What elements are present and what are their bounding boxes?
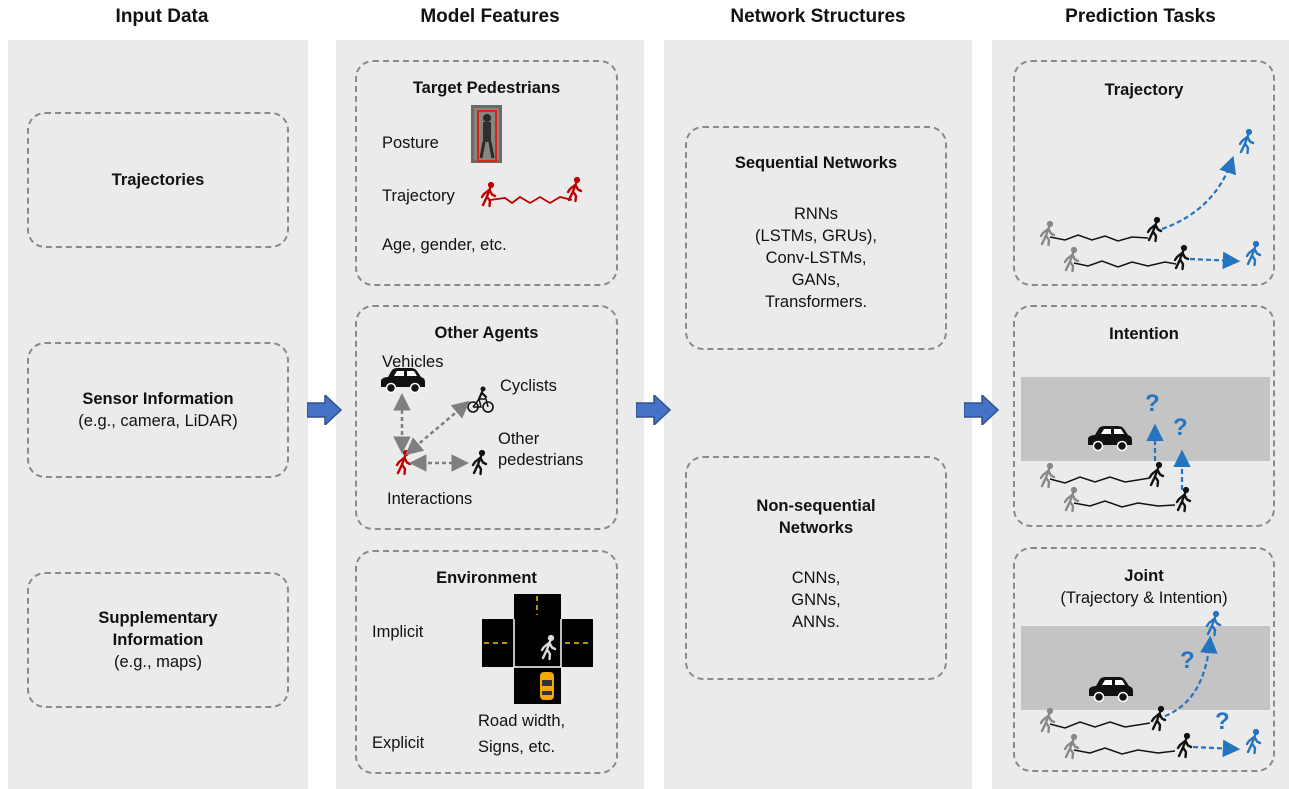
- sequential-networks-box: [685, 126, 947, 350]
- pedestrians-label: pedestrians: [498, 451, 584, 469]
- joint-road: [1021, 626, 1270, 710]
- other-agents-title: Other Agents: [434, 324, 539, 342]
- task-trajectory-title: Trajectory: [1104, 81, 1184, 99]
- input-supp-title-2: Information: [112, 631, 204, 649]
- posture-label: Posture: [382, 134, 439, 152]
- column-networks: [664, 40, 972, 789]
- vehicle-icon: [380, 367, 426, 394]
- column-title-input: Input Data: [115, 6, 209, 27]
- other-agents-box: [355, 305, 618, 530]
- age-gender-label: Age, gender, etc.: [382, 236, 507, 254]
- posture-photo: [471, 105, 502, 163]
- nonseq-title-1: Non-sequential: [756, 497, 876, 515]
- nonseq-item-anns: ANNs.: [792, 613, 840, 631]
- signs-label: Signs, etc.: [478, 738, 556, 756]
- input-sensor-title: Sensor Information: [82, 390, 234, 408]
- input-supp-title-1: Supplementary: [98, 609, 218, 627]
- other-label: Other: [498, 430, 540, 448]
- target-trajectory-graphic: [480, 176, 583, 208]
- input-supp-sub: (e.g., maps): [113, 653, 203, 671]
- taxi-icon: [540, 672, 554, 700]
- column-title-features: Model Features: [420, 6, 560, 27]
- question-mark-1: ?: [1145, 390, 1160, 417]
- interactions-label: Interactions: [387, 490, 473, 508]
- vehicles-label: Vehicles: [382, 353, 444, 371]
- seq-item-rnns: RNNs: [794, 205, 838, 223]
- target-pedestrians-box: [355, 60, 618, 286]
- input-sensor-sub: (e.g., camera, LiDAR): [78, 412, 238, 430]
- trajectory-feature-label: Trajectory: [382, 187, 455, 205]
- input-trajectories-label: Trajectories: [111, 170, 205, 189]
- task-trajectory-box: [1013, 60, 1275, 286]
- task-intention-box: [1013, 305, 1275, 527]
- question-mark-4: ?: [1215, 708, 1230, 735]
- flow-arrow-3: [964, 395, 1000, 425]
- target-pedestrians-title: Target Pedestrians: [412, 79, 561, 97]
- explicit-label: Explicit: [372, 734, 425, 752]
- intention-road: [1021, 377, 1270, 461]
- flow-arrow-2: [636, 395, 672, 425]
- input-sensor-box: Sensor Information (e.g., camera, LiDAR): [27, 342, 289, 478]
- seq-item-convlstms: Conv-LSTMs,: [765, 249, 867, 267]
- nonseq-item-gnns: GNNs,: [791, 591, 841, 609]
- intersection-map: [482, 594, 593, 704]
- nonseq-title-2: Networks: [778, 519, 854, 537]
- cyclists-label: Cyclists: [500, 377, 557, 395]
- input-trajectories-box: Trajectories: [27, 112, 289, 248]
- task-intention-graphic: [1021, 377, 1270, 513]
- implicit-label: Implicit: [372, 623, 424, 641]
- environment-box: [355, 550, 618, 774]
- column-title-tasks: Prediction Tasks: [1065, 6, 1216, 27]
- other-agents-graphic: [380, 367, 494, 476]
- flow-arrow-1: [307, 395, 343, 425]
- task-joint-box: [1013, 547, 1275, 772]
- question-mark-3: ?: [1180, 647, 1195, 674]
- environment-title: Environment: [436, 569, 537, 587]
- road-width-label: Road width,: [478, 712, 566, 730]
- target-pedestrian-icon: [395, 449, 412, 476]
- column-input: [8, 40, 308, 789]
- seq-item-lstms: (LSTMs, GRUs),: [755, 227, 877, 245]
- task-joint-subtitle: (Trajectory & Intention): [1060, 589, 1228, 607]
- seq-item-transformers: Transformers.: [764, 293, 868, 311]
- question-mark-2: ?: [1173, 414, 1188, 441]
- sequential-networks-title: Sequential Networks: [734, 154, 898, 172]
- task-joint-title: Joint: [1124, 567, 1164, 585]
- task-trajectory-graphic: [1039, 128, 1262, 273]
- column-title-networks: Network Structures: [730, 6, 906, 27]
- task-joint-graphic: [1021, 610, 1270, 760]
- other-pedestrian-icon: [471, 449, 488, 476]
- nonsequential-networks-box: [685, 456, 947, 680]
- task-intention-title: Intention: [1109, 325, 1179, 343]
- seq-item-gans: GANs,: [791, 271, 841, 289]
- input-supplementary-box: Supplementary Information (e.g., maps): [27, 572, 289, 708]
- cyclist-icon: [467, 386, 494, 413]
- nonseq-item-cnns: CNNs,: [791, 569, 841, 587]
